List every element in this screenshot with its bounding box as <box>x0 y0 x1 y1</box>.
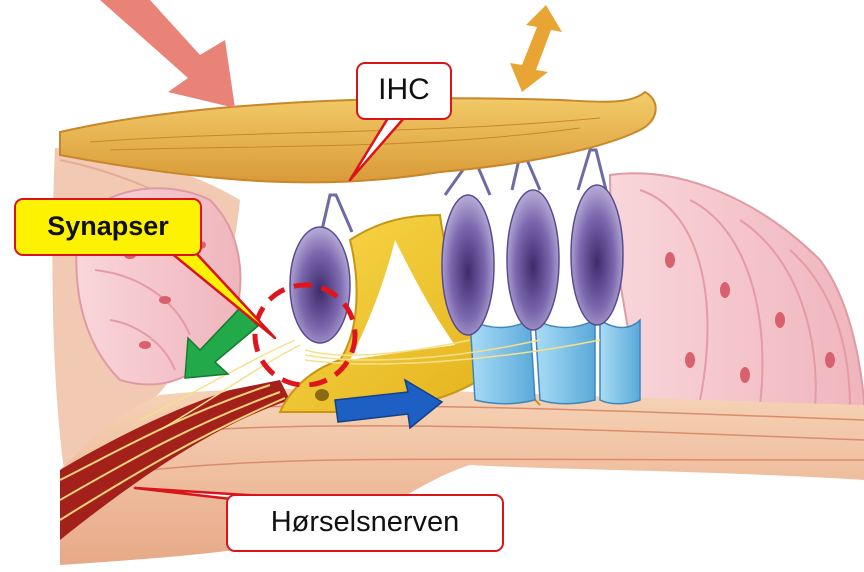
right-pink-cells <box>608 172 864 412</box>
horselsnerven-label: Hørselsnerven <box>226 494 504 552</box>
inner-hair-cell <box>289 193 354 344</box>
ihc-label: IHC <box>356 62 452 120</box>
auditory-nerve <box>59 380 290 540</box>
large-incoming-arrow-icon <box>100 0 235 108</box>
vertical-double-arrow-icon <box>510 5 562 92</box>
tectorial-membrane <box>59 90 657 184</box>
outer-hair-cells <box>441 148 624 336</box>
synapse-dashed-circle <box>252 282 358 388</box>
deiters-cells <box>469 318 641 405</box>
green-arrow-icon <box>184 306 260 379</box>
blue-arrow-icon <box>334 378 444 430</box>
nerve-fibers <box>139 339 601 431</box>
synapser-label: Synapser <box>14 198 202 256</box>
